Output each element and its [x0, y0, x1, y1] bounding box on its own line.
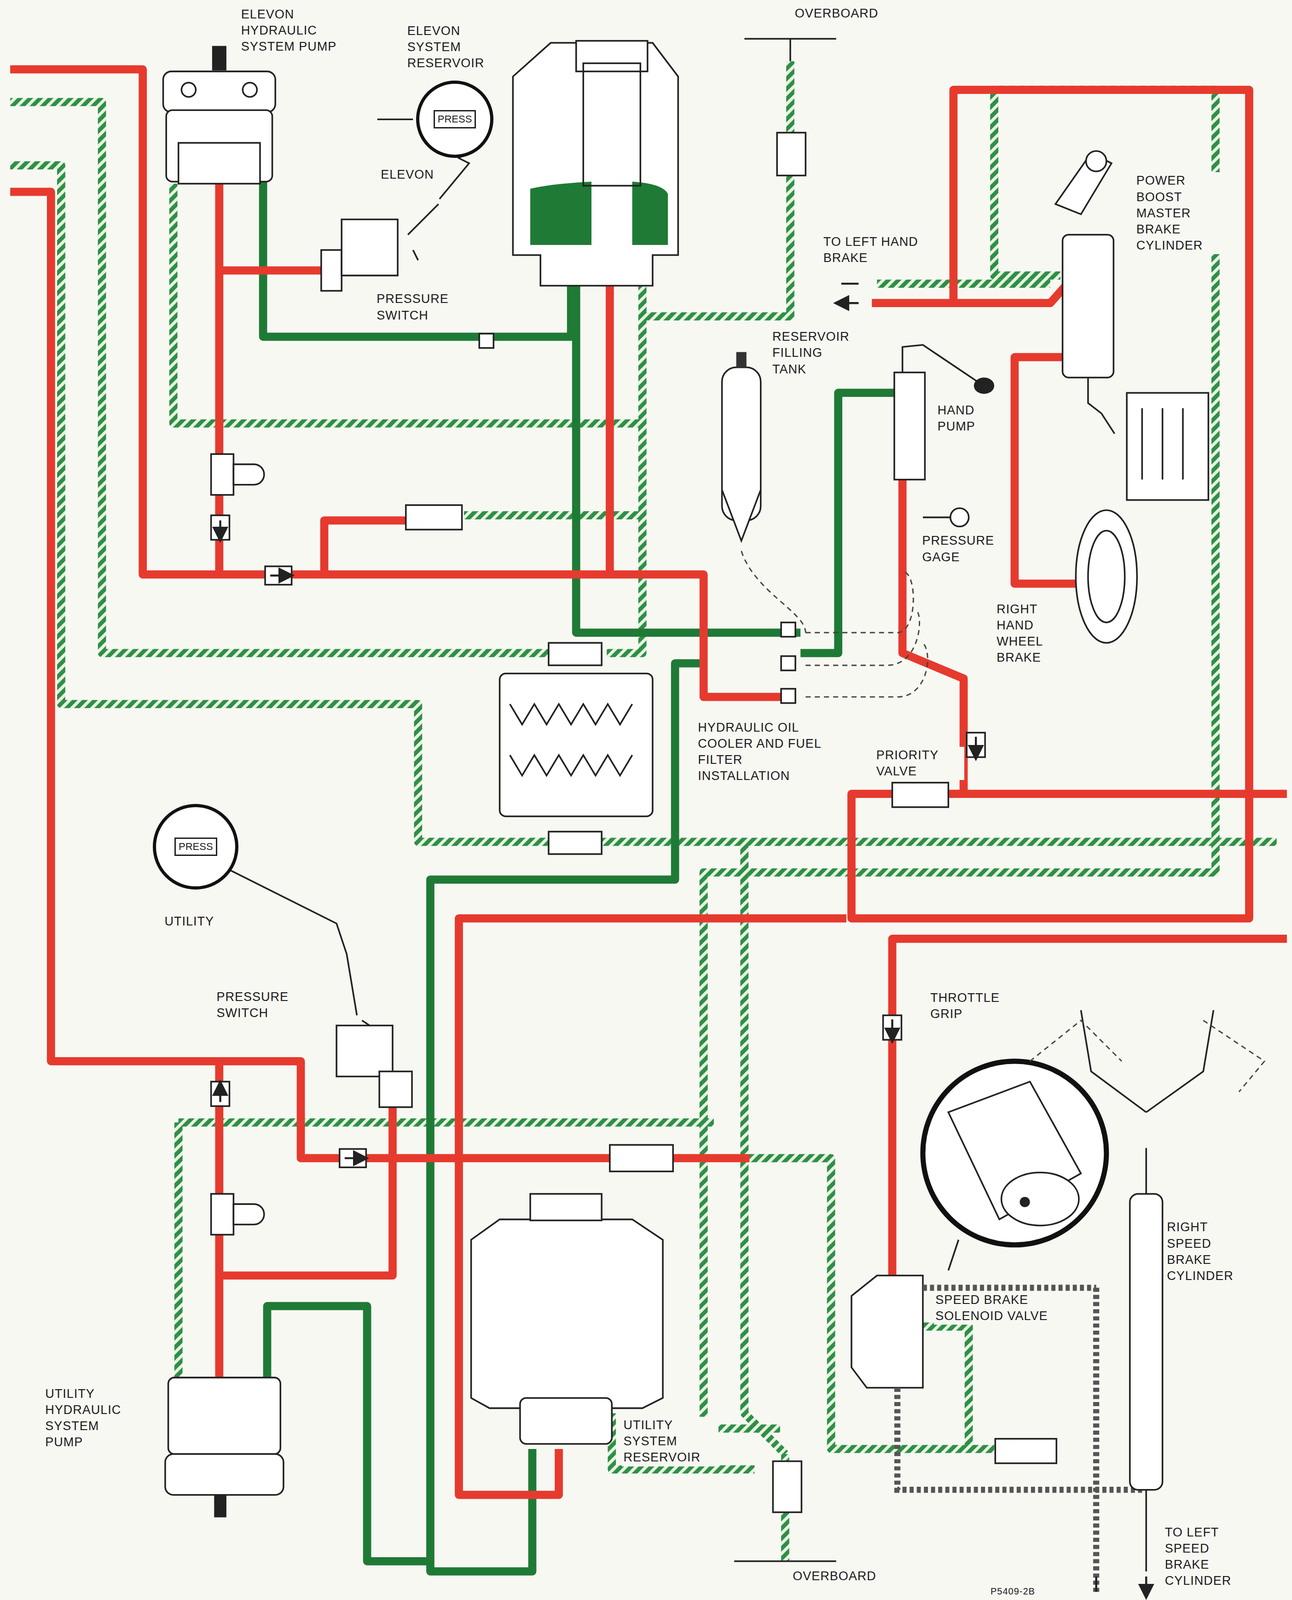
pressure-gauge: PRESS	[416, 80, 494, 158]
utility-reservoir	[471, 1193, 664, 1444]
part-label: ELEVON SYSTEM RESERVOIR	[405, 22, 501, 72]
overboard-drain	[744, 38, 836, 176]
oil-cooler	[499, 642, 653, 854]
elevon-reservoir	[512, 40, 678, 286]
speed-brake-valve	[851, 1274, 1142, 1592]
part-label: UTILITY	[162, 912, 238, 930]
elevon-pump	[162, 46, 276, 184]
throttle-grip	[922, 1060, 1107, 1270]
part-label: PRESSURE SWITCH	[214, 988, 305, 1022]
part-label: ELEVON HYDRAULIC SYSTEM PUMP	[239, 5, 355, 56]
part-label: RIGHT SPEED BRAKE CYLINDER	[1165, 1218, 1252, 1284]
wheel-brake	[1075, 509, 1137, 643]
part-label: OVERBOARD	[791, 1567, 886, 1585]
pressure-switch	[321, 147, 473, 291]
pressure-gauge: PRESS	[152, 803, 239, 890]
part-label: UTILITY SYSTEM RESERVOIR	[621, 1416, 719, 1466]
hand-pump	[894, 344, 995, 527]
overboard-drain	[734, 1460, 837, 1561]
fill-lines	[741, 550, 928, 697]
gauge-label: PRESS	[433, 110, 477, 129]
part-label: ELEVON	[379, 166, 444, 184]
part-label: TO LEFT SPEED BRAKE CYLINDER	[1163, 1523, 1251, 1589]
part-label: OVERBOARD	[793, 5, 888, 23]
valves	[211, 333, 1057, 1463]
part-label: PRESSURE GAGE	[921, 532, 1011, 566]
part-label: RESERVOIR FILLING TANK	[770, 328, 861, 378]
part-label: UTILITY HYDRAULIC SYSTEM PUMP	[43, 1384, 141, 1451]
part-label: HAND PUMP	[936, 401, 988, 435]
utility-pump	[165, 1377, 284, 1518]
part-label: PRIORITY VALVE	[874, 746, 965, 780]
part-label: PRESSURE SWITCH	[375, 290, 465, 324]
part-label: P5409-2B	[989, 1584, 1074, 1598]
return-lines	[263, 178, 898, 1571]
filling-tank	[722, 352, 761, 541]
part-label: POWER BOOST MASTER BRAKE CYLINDER	[1135, 172, 1222, 254]
part-label: TO LEFT HAND BRAKE	[822, 233, 924, 267]
part-label: HYDRAULIC OIL COOLER AND FUEL FILTER INS…	[696, 718, 824, 785]
part-label: RIGHT HAND WHEEL BRAKE	[995, 600, 1057, 667]
part-label: SPEED BRAKE SOLENOID VALVE	[933, 1291, 1070, 1325]
part-label: THROTTLE GRIP	[928, 989, 1019, 1023]
gauge-label: PRESS	[174, 837, 218, 856]
utility-pressure-switch	[336, 1025, 412, 1107]
